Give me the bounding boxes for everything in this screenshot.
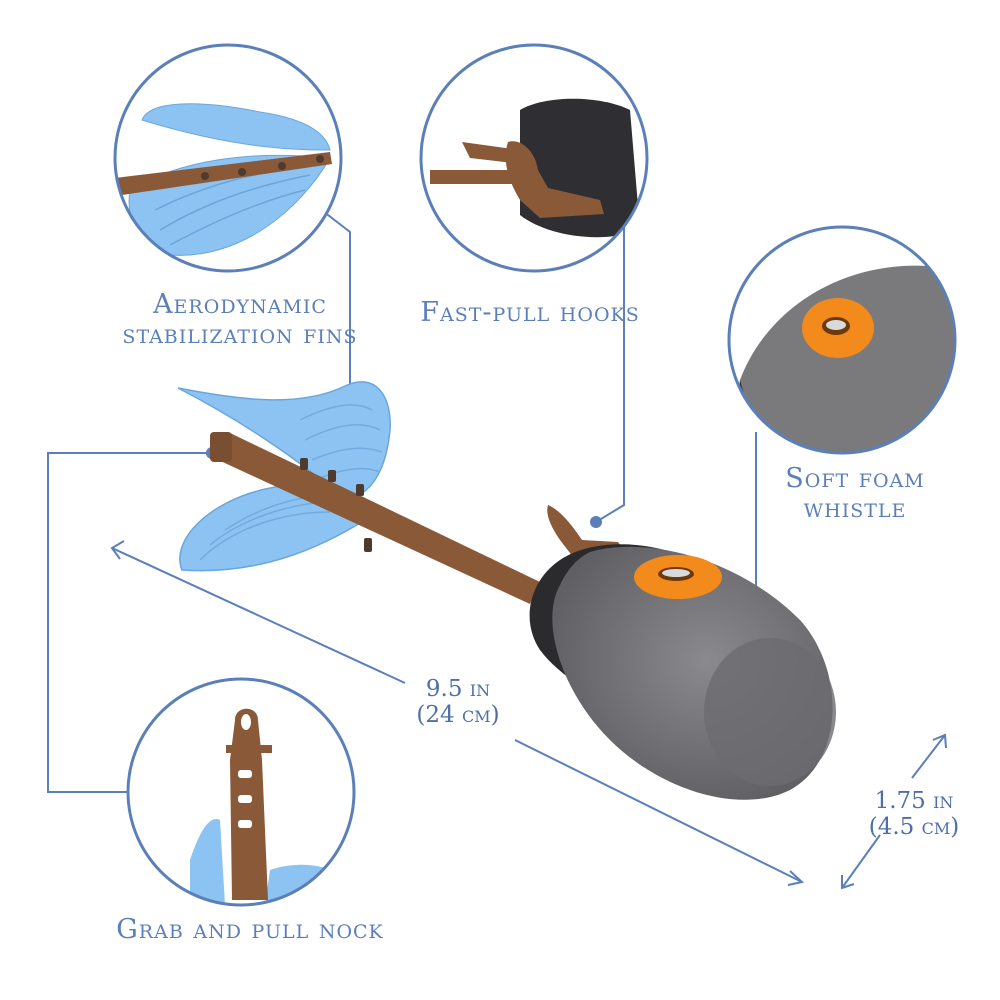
hooks-dot (590, 516, 602, 528)
nock-tab (210, 432, 232, 462)
leader-lines (47, 197, 757, 793)
diameter-dimension (841, 733, 947, 890)
whistle-detail (727, 225, 957, 455)
nock-label: Grab and pull nock (70, 915, 430, 945)
hooks-label: Fast-pull hooks (360, 298, 700, 328)
shaft (214, 432, 540, 604)
whistle-label-line1: Soft foam (785, 463, 925, 494)
hooks-detail (419, 43, 649, 273)
hooks-leader (595, 202, 625, 523)
length-label-line2: (24 cm) (416, 702, 500, 728)
length-dimension (110, 540, 805, 886)
whistle-label: Soft foam whistle (740, 464, 970, 524)
diameter-label: 1.75 in (4.5 cm) (848, 788, 980, 840)
nock-label-line1: Grab and pull nock (116, 914, 384, 945)
whistle-label-line2: whistle (803, 493, 907, 524)
fins-detail (113, 43, 343, 273)
nock-detail (126, 677, 356, 907)
hooks-label-line1: Fast-pull hooks (420, 297, 640, 328)
length-label: 9.5 in (24 cm) (388, 676, 528, 728)
fins-label-line2: stabilization fins (122, 319, 358, 350)
upper-fin (177, 381, 391, 501)
length-label-line1: 9.5 in (425, 676, 491, 702)
nock-leader (47, 452, 212, 793)
rocket-illustration (177, 381, 836, 800)
fins-label-line1: Aerodynamic (153, 289, 327, 320)
fins-label: Aerodynamic stabilization fins (60, 290, 420, 350)
diameter-label-line1: 1.75 in (874, 788, 954, 814)
foam-nose (704, 638, 836, 786)
diameter-label-line2: (4.5 cm) (868, 814, 960, 840)
